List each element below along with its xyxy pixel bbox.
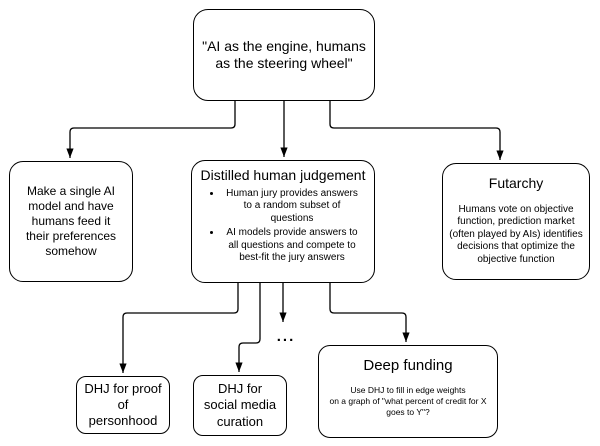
node-dhj-bullet-2: AI models provide answers to all questio…: [222, 227, 362, 265]
node-dhj-bullet-list: Human jury provides answers to a random …: [192, 188, 374, 267]
more-branches-ellipsis: ...: [276, 328, 296, 345]
node-single-ai-model: Make a single AI model and have humans f…: [9, 161, 133, 282]
connector-dhj-to-social: [235, 283, 261, 372]
node-root-label: "AI as the engine, humans as the steerin…: [202, 37, 366, 72]
node-deep-funding-body-line-1: Use DHJ to fill in edge weights: [350, 384, 466, 395]
node-futarchy-body: Humans vote on objective function, predi…: [449, 203, 583, 265]
node-dhj-title: Distilled human judgement: [200, 167, 366, 183]
node-dhj-proof-of-personhood-label: DHJ for proof of personhood: [84, 380, 162, 429]
node-root-ai-engine: "AI as the engine, humans as the steerin…: [193, 9, 375, 101]
connector-dhj-to-deep-funding: [329, 283, 410, 342]
node-distilled-human-judgement: Distilled human judgement Human jury pro…: [191, 160, 375, 283]
node-dhj-social-media-curation: DHJ for social media curation: [193, 375, 287, 436]
node-deep-funding-body: Use DHJ to fill in edge weights on a gra…: [322, 385, 494, 418]
node-deep-funding: Deep funding Use DHJ to fill in edge wei…: [318, 345, 498, 438]
node-futarchy: Futarchy Humans vote on objective functi…: [442, 163, 590, 280]
node-deep-funding-body-line-2: on a graph of "what percent of credit fo…: [329, 395, 487, 406]
node-dhj-bullet-1: Human jury provides answers to a random …: [222, 188, 362, 226]
connector-root-to-single-model: [66, 101, 236, 158]
node-dhj-proof-of-personhood: DHJ for proof of personhood: [76, 376, 170, 434]
node-dhj-social-media-curation-label: DHJ for social media curation: [203, 381, 277, 429]
node-single-ai-model-label: Make a single AI model and have humans f…: [25, 184, 117, 258]
node-deep-funding-body-line-3: goes to Y"?: [386, 406, 430, 417]
connector-root-to-futarchy: [329, 101, 504, 160]
node-futarchy-title: Futarchy: [488, 175, 544, 191]
connector-dhj-to-personhood: [119, 283, 239, 373]
node-deep-funding-title: Deep funding: [363, 357, 453, 374]
